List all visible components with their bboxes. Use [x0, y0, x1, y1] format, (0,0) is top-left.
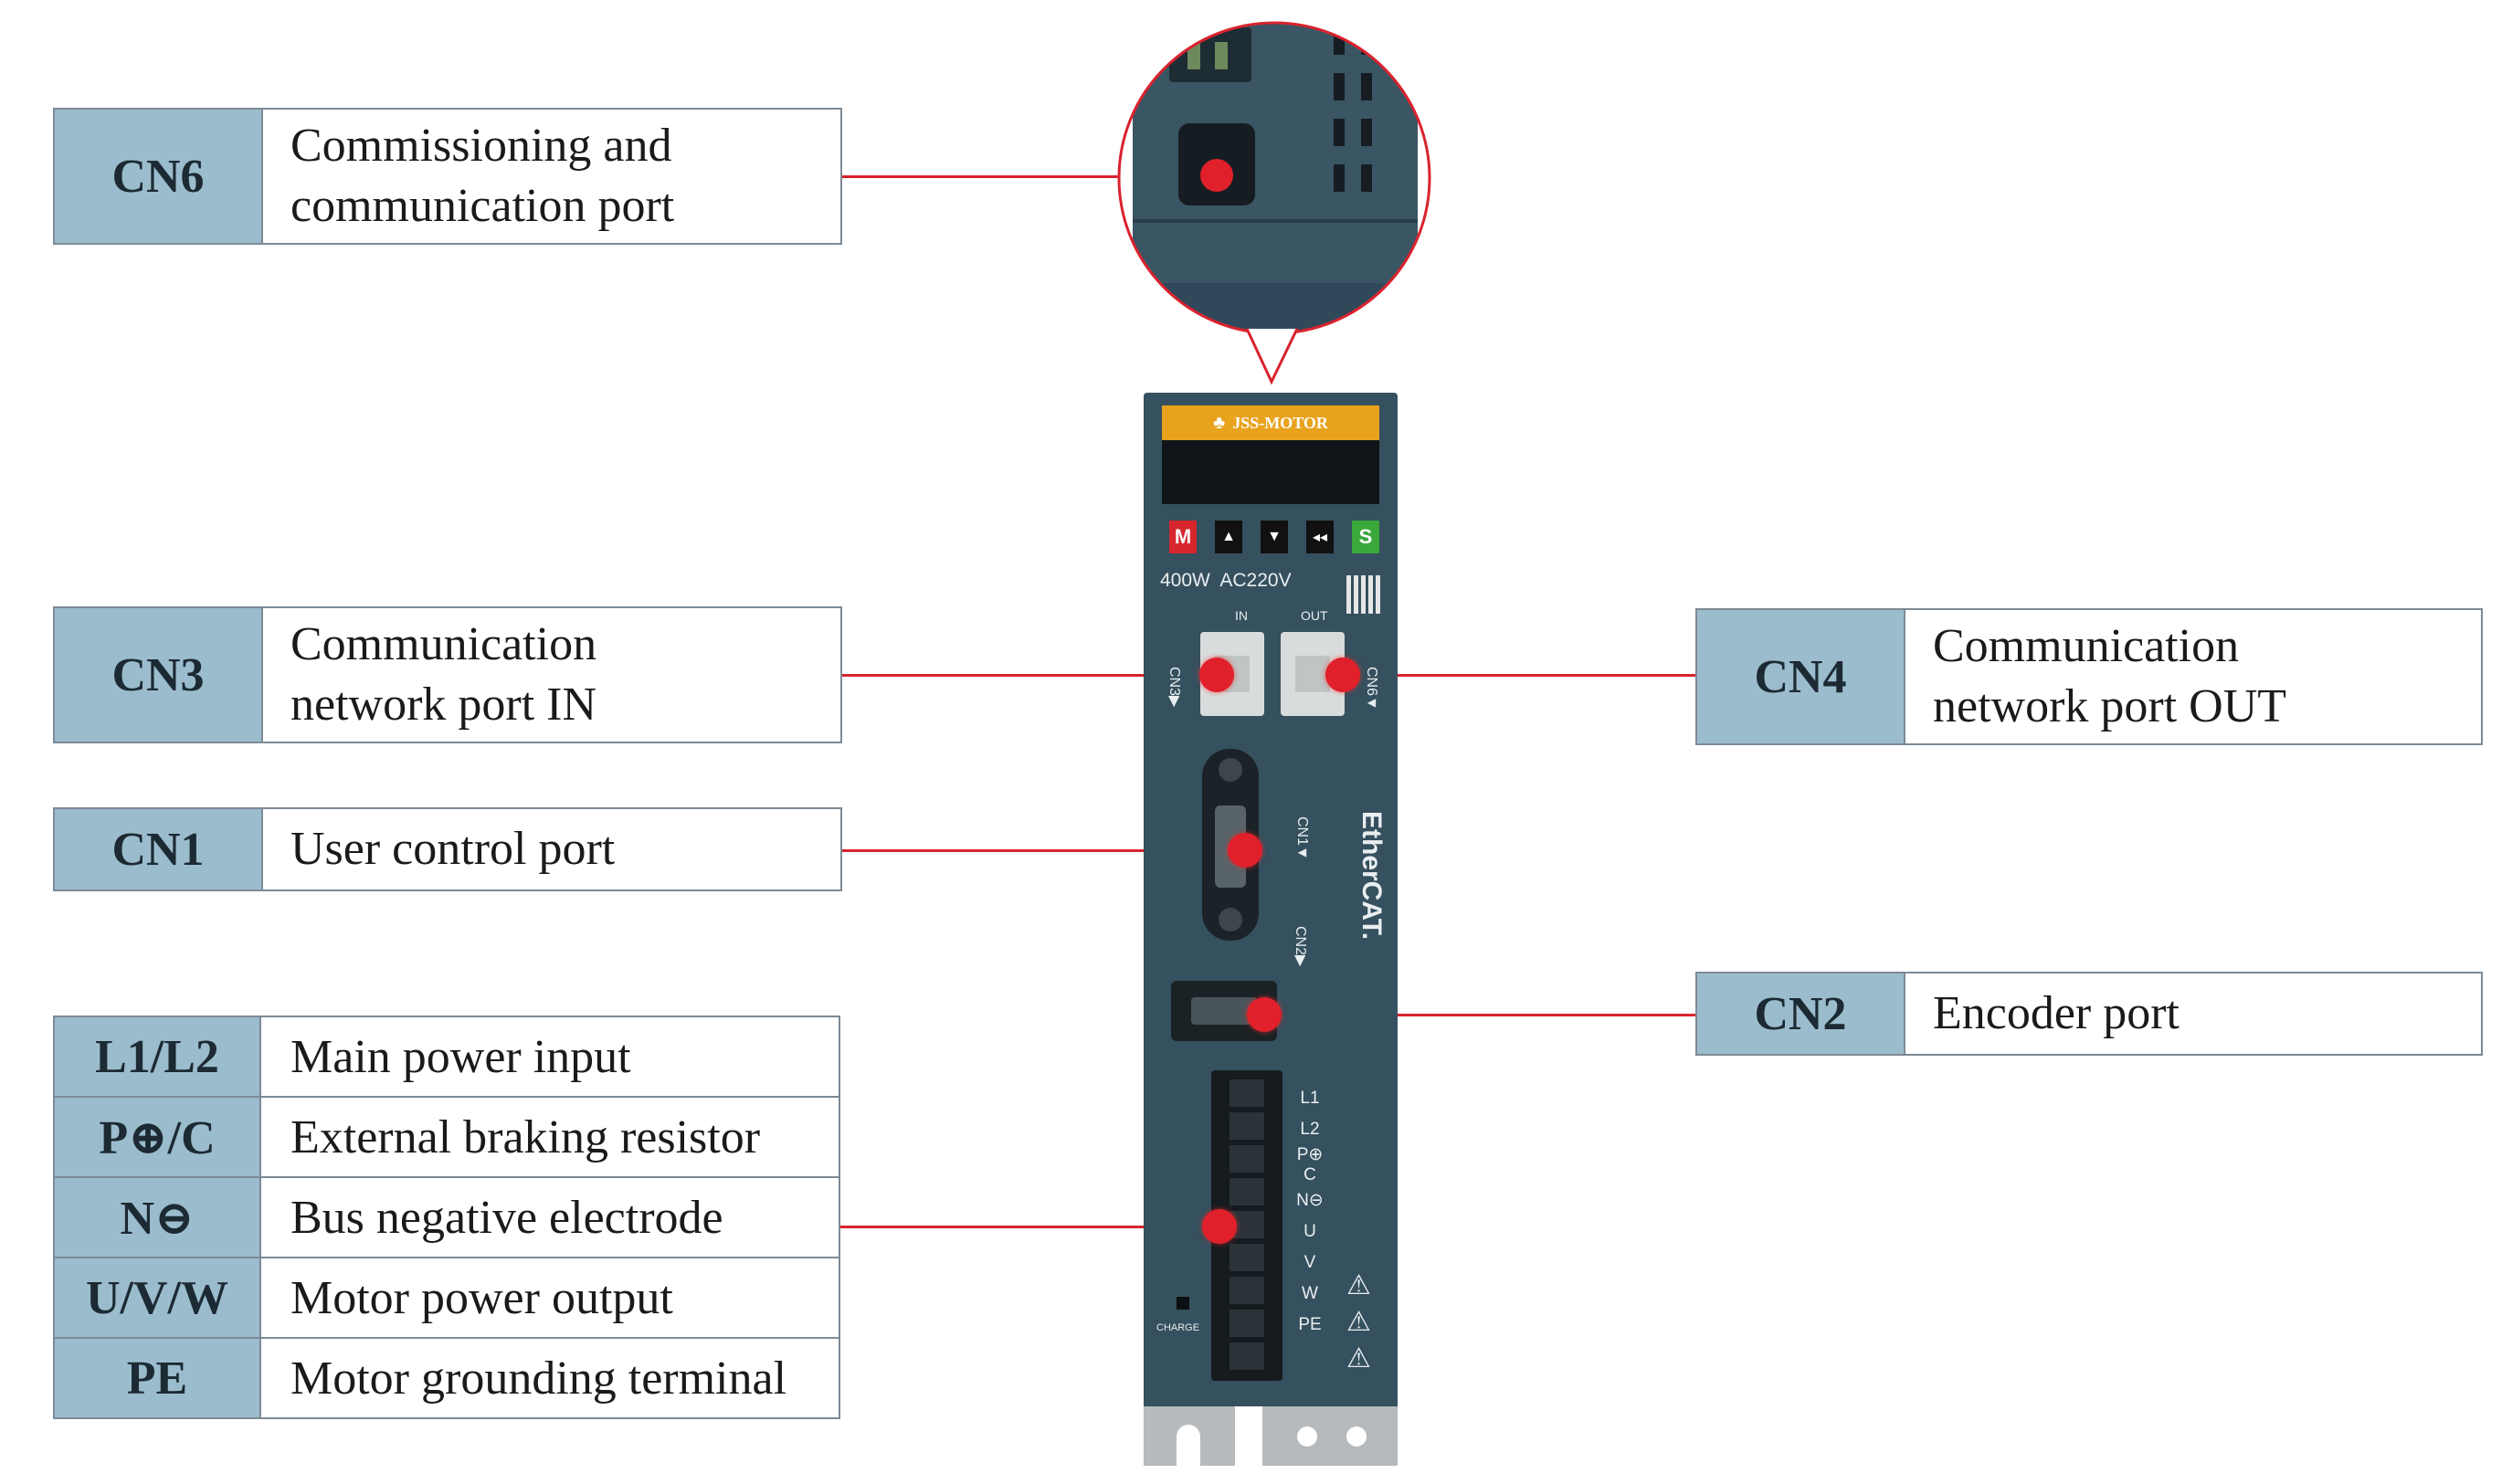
terminal-code: N⊖	[53, 1176, 261, 1258]
label-cn4: CN4 Communication network port OUT	[1695, 608, 2483, 745]
warning-icon: ⚠	[1346, 1307, 1371, 1337]
charge-label: CHARGE	[1156, 1322, 1200, 1333]
label-code: CN2	[1697, 974, 1905, 1054]
terminal-label-list: L1 L2 P⊕ C N⊖ U V W PE	[1292, 1083, 1328, 1341]
terminal-label: N⊖	[1296, 1191, 1324, 1210]
m-button[interactable]: M	[1169, 521, 1197, 553]
cn6-tag: CN6▼	[1364, 667, 1379, 710]
terminal-desc: Motor grounding terminal	[259, 1337, 840, 1419]
terminal-label: P⊕	[1296, 1145, 1324, 1164]
label-code: CN3	[55, 608, 263, 742]
cn3-tag: CN3▶	[1166, 667, 1182, 708]
leader-line-cn2	[1266, 1014, 1697, 1016]
leader-line-cn1	[840, 849, 1244, 852]
marker-dot-cn3	[1199, 658, 1234, 692]
ethercat-logo: EtherCAT.	[1356, 811, 1387, 941]
leader-line-cn4	[1346, 674, 1697, 677]
terminal-code: P⊕/C	[53, 1096, 261, 1178]
label-desc: Commissioning and communication port	[290, 120, 675, 232]
shift-button[interactable]: ◂◂	[1306, 521, 1334, 553]
keypad: M ▲ ▼ ◂◂ S	[1169, 521, 1379, 555]
label-cn2: CN2 Encoder port	[1695, 972, 2483, 1056]
in-label: IN	[1235, 608, 1248, 623]
cn1-tag: CN1▼	[1294, 816, 1310, 860]
brand-name: JSS-MOTOR	[1232, 413, 1328, 432]
label-code: CN4	[1697, 610, 1905, 743]
terminal-label: V	[1303, 1253, 1316, 1272]
charge-led	[1177, 1297, 1189, 1310]
out-label: OUT	[1301, 608, 1328, 623]
terminal-code: U/V/W	[53, 1257, 261, 1339]
terminal-label: U	[1303, 1222, 1316, 1241]
label-desc: Communication network port OUT	[1933, 620, 2287, 732]
terminal-desc: External braking resistor	[259, 1096, 840, 1178]
warning-icon: ⚠	[1346, 1343, 1371, 1373]
terminal-label: C	[1303, 1165, 1316, 1184]
label-code: CN6	[55, 110, 263, 243]
terminal-desc: Main power input	[259, 1016, 840, 1098]
label-code: CN1	[55, 809, 263, 889]
zoom-callout	[1117, 21, 1431, 385]
down-button[interactable]: ▼	[1261, 521, 1288, 553]
servo-drive-body: ♣ JSS-MOTOR M ▲ ▼ ◂◂ S 400W AC220V IN OU…	[1144, 393, 1398, 1466]
terminal-code: PE	[53, 1337, 261, 1419]
leader-line-power	[840, 1226, 1219, 1228]
brand-bar: ♣ JSS-MOTOR	[1162, 405, 1379, 440]
mounting-bracket	[1144, 1406, 1398, 1466]
qr-code-icon	[1346, 575, 1383, 614]
power-rating: 400W AC220V	[1160, 570, 1292, 591]
label-cn3: CN3 Communication network port IN	[53, 606, 842, 743]
label-desc: User control port	[290, 823, 616, 875]
terminal-label: L2	[1300, 1120, 1320, 1139]
label-desc: Communication network port IN	[290, 618, 597, 731]
marker-dot-cn4	[1325, 658, 1360, 692]
leader-line-cn3	[840, 674, 1217, 677]
terminal-label: L1	[1300, 1089, 1320, 1108]
leader-line-cn6	[840, 175, 1224, 178]
terminal-label: W	[1302, 1284, 1318, 1303]
led-display	[1162, 440, 1379, 504]
label-cn1: CN1 User control port	[53, 807, 842, 891]
terminal-code: L1/L2	[53, 1016, 261, 1098]
terminal-desc: Bus negative electrode	[259, 1176, 840, 1258]
marker-dot-cn2	[1247, 997, 1282, 1032]
terminal-desc: Motor power output	[259, 1257, 840, 1339]
label-desc: Encoder port	[1933, 987, 2180, 1039]
brand-logo-icon: ♣	[1213, 412, 1226, 433]
table-row: N⊖Bus negative electrode	[53, 1176, 840, 1258]
warning-icon: ⚠	[1346, 1270, 1371, 1300]
cn2-tag: CN2▶	[1293, 926, 1308, 967]
terminal-label: PE	[1298, 1315, 1322, 1334]
marker-dot-power	[1202, 1209, 1237, 1244]
label-cn6: CN6 Commissioning and communication port	[53, 108, 842, 245]
marker-dot-cn1	[1228, 833, 1262, 868]
up-button[interactable]: ▲	[1215, 521, 1242, 553]
set-button[interactable]: S	[1352, 521, 1379, 553]
